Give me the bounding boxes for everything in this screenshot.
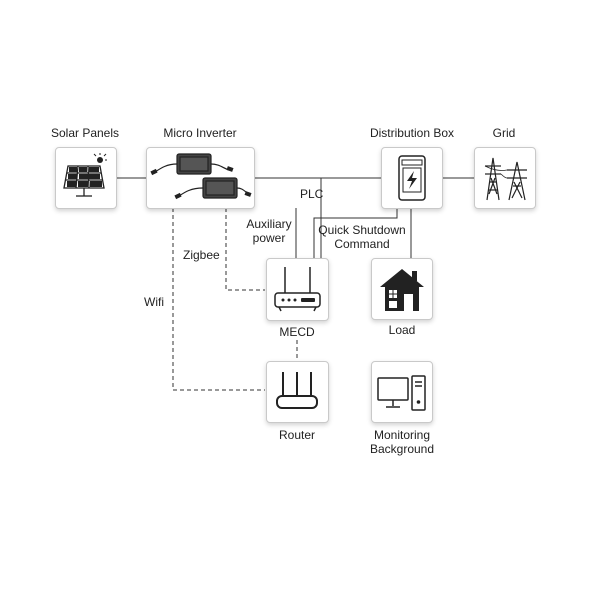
quick-shutdown-label-line2: Command (334, 237, 390, 251)
distribution-box-label: Distribution Box (369, 126, 455, 140)
monitoring-label-line2: Background (369, 442, 435, 456)
distribution-box-node (381, 147, 443, 209)
micro-inverter-icon (150, 153, 252, 200)
auxiliary-power-label-line2: power (252, 231, 286, 245)
distribution-box-icon (398, 155, 426, 201)
auxiliary-power-label-line1: Auxiliary (246, 217, 292, 231)
micro-inverter-label: Micro Inverter (163, 126, 237, 140)
load-node (371, 258, 433, 320)
mecd-label: MECD (279, 325, 315, 339)
plc-label: PLC (300, 187, 324, 201)
grid-node (474, 147, 536, 209)
quick-shutdown-label-line1: Quick Shutdown (318, 223, 406, 237)
router-antenna-icon (274, 267, 321, 312)
house-icon (380, 269, 424, 311)
zigbee-line (225, 208, 265, 291)
solar-panels-node (55, 147, 117, 209)
solar-panel-icon (63, 153, 107, 197)
grid-label: Grid (492, 126, 516, 140)
computer-icon (377, 375, 426, 411)
monitoring-node (371, 361, 433, 423)
router-label: Router (278, 428, 316, 442)
router-node (266, 361, 329, 423)
solar-panels-label: Solar Panels (50, 126, 120, 140)
load-label: Load (388, 323, 416, 337)
wifi-label: Wifi (144, 295, 164, 309)
micro-inverter-node (146, 147, 255, 209)
wifi-router-icon (276, 372, 318, 409)
power-tower-icon (484, 157, 527, 201)
wifi-line (172, 208, 265, 391)
zigbee-label: Zigbee (183, 248, 220, 262)
mecd-node (266, 258, 329, 321)
quick-shutdown-line (313, 208, 398, 262)
monitoring-label-line1: Monitoring (373, 428, 431, 442)
